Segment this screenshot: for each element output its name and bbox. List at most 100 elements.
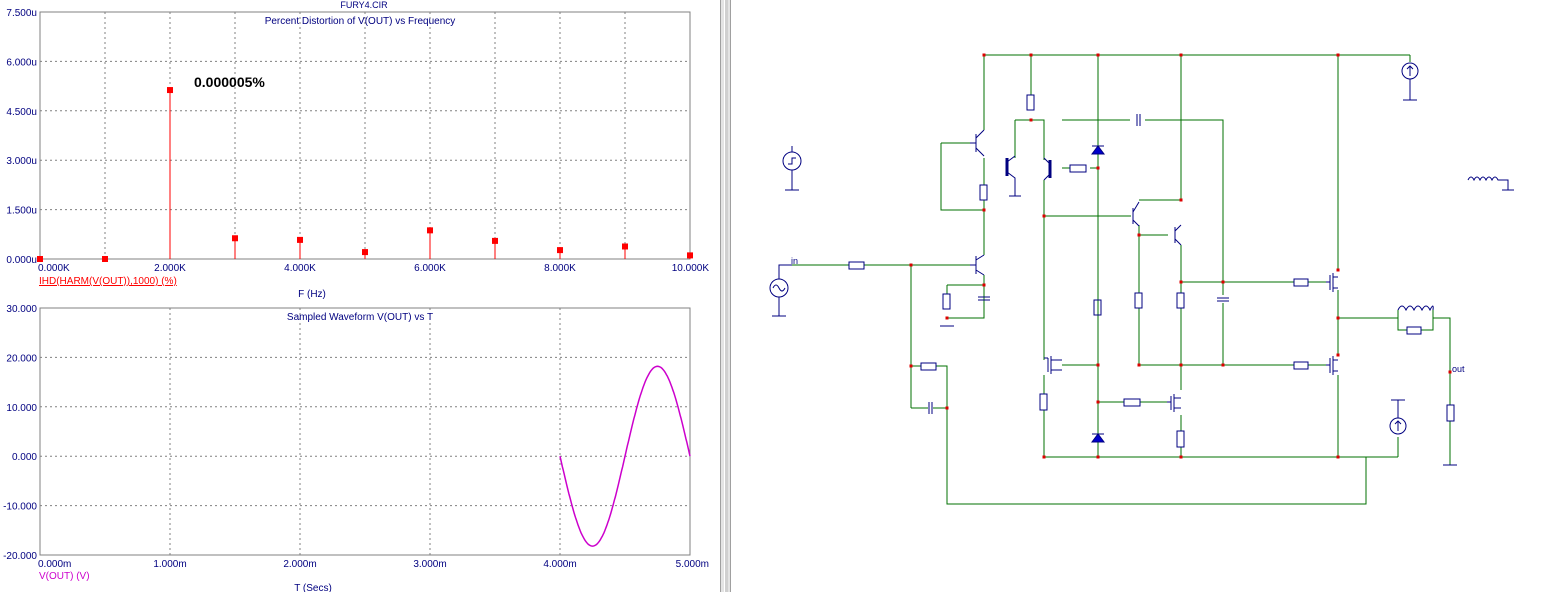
inductor[interactable] [1397, 305, 1434, 312]
resistor[interactable] [1406, 326, 1422, 335]
splitter-grip[interactable] [724, 0, 728, 592]
resistor[interactable] [1026, 94, 1035, 111]
resistor[interactable] [1176, 292, 1185, 309]
y-tick-label: 6.000u [6, 57, 37, 68]
bipolar-transistor[interactable] [1006, 155, 1021, 197]
schematic-wires [792, 54, 1451, 505]
capacitor[interactable] [928, 402, 933, 414]
resistor[interactable] [1293, 278, 1309, 287]
junction-node [1179, 198, 1183, 202]
distortion-harmonic-bars [37, 87, 693, 262]
x-tick-label: 10.000K [672, 263, 710, 274]
distortion-annotation: 0.000005% [194, 74, 265, 90]
resistor[interactable] [848, 261, 865, 270]
x-tick-label: 8.000K [544, 263, 576, 274]
junction-node [1221, 363, 1225, 367]
junction-node [1029, 118, 1033, 122]
mosfet[interactable] [1167, 394, 1181, 412]
x-tick-label: 2.000K [154, 263, 186, 274]
distortion-legend[interactable]: IHD(HARM(V(OUT)),1000) (%) [39, 276, 177, 287]
distortion-plot[interactable]: Percent Distortion of V(OUT) vs Frequenc… [6, 8, 709, 300]
junction-node [945, 406, 949, 410]
schematic-nodes [909, 53, 1452, 459]
capacitor[interactable] [978, 296, 990, 301]
resistor[interactable] [942, 293, 951, 310]
pane-splitter[interactable] [720, 0, 731, 592]
resistor[interactable] [1039, 393, 1048, 411]
junction-node [1042, 214, 1046, 218]
x-tick-label: 0.000K [38, 263, 70, 274]
harmonic-point [427, 227, 433, 234]
net-label-out[interactable]: out [1452, 364, 1465, 374]
junction-node [1137, 363, 1141, 367]
junction-node [1096, 455, 1100, 459]
y-tick-label: 30.000 [6, 304, 37, 315]
x-tick-label: 0.000m [38, 559, 71, 570]
junction-node [1096, 400, 1100, 404]
resistor[interactable] [1176, 430, 1185, 448]
resistor[interactable] [1123, 398, 1141, 407]
y-tick-label: -20.000 [3, 551, 37, 562]
junction-node [1336, 53, 1340, 57]
voltage-source[interactable] [782, 146, 802, 191]
waveform-legend[interactable]: V(OUT) (V) [39, 571, 90, 582]
waveform-plot[interactable]: Sampled Waveform V(OUT) vs T -20.000-10.… [3, 304, 709, 594]
junction-node [1179, 53, 1183, 57]
resistor[interactable] [1093, 299, 1102, 316]
capacitor[interactable] [1217, 297, 1229, 302]
mosfet[interactable] [1326, 273, 1338, 292]
capacitor[interactable] [1136, 114, 1141, 126]
harmonic-point [362, 249, 368, 256]
bipolar-transistor[interactable] [1043, 157, 1051, 181]
x-tick-label: 5.000m [676, 559, 709, 570]
junction-node [909, 263, 913, 267]
junction-node [982, 283, 986, 287]
harmonic-point [297, 236, 303, 243]
harmonic-point [167, 87, 173, 94]
mosfet[interactable] [1326, 356, 1338, 375]
resistor[interactable] [920, 362, 937, 371]
mosfet[interactable] [1044, 356, 1062, 374]
sine-source[interactable] [769, 264, 792, 317]
harmonic-point [687, 252, 693, 259]
junction-node [1221, 280, 1225, 284]
bipolar-transistor[interactable] [1132, 201, 1140, 227]
file-title: FURY4.CIR [340, 0, 388, 10]
net-label-in[interactable]: in [791, 256, 798, 266]
resistor[interactable] [1069, 164, 1087, 173]
junction-node [1096, 53, 1100, 57]
current-source[interactable] [1401, 62, 1419, 101]
y-tick-label: 10.000 [6, 403, 37, 414]
x-tick-label: 2.000m [283, 559, 316, 570]
waveform-series-line [559, 365, 691, 547]
junction-node [982, 208, 986, 212]
bipolar-transistor[interactable] [970, 254, 985, 276]
x-tick-label: 1.000m [153, 559, 186, 570]
junction-node [1179, 363, 1183, 367]
harmonic-point [492, 237, 498, 244]
junction-node [1179, 280, 1183, 284]
junction-node [1029, 53, 1033, 57]
inductor[interactable] [1467, 176, 1514, 191]
x-tick-label: 3.000m [413, 559, 446, 570]
schematic-panel[interactable]: in out [731, 0, 1557, 592]
junction-node [1137, 233, 1141, 237]
harmonic-point [622, 243, 628, 250]
resistor[interactable] [979, 184, 988, 201]
plot-panel[interactable]: FURY4.CIR Percent Distortion of V(OUT) v… [0, 0, 720, 594]
schematic-components[interactable] [769, 62, 1514, 466]
waveform-plot-frame [39, 307, 691, 556]
zener-diode[interactable] [1091, 145, 1105, 155]
current-source[interactable] [1389, 399, 1407, 435]
resistor[interactable] [1293, 361, 1309, 370]
zener-diode[interactable] [1091, 433, 1105, 443]
resistor[interactable] [1446, 404, 1455, 422]
bipolar-transistor[interactable] [970, 129, 985, 157]
bipolar-transistor[interactable] [1174, 224, 1182, 246]
distortion-plot-title: Percent Distortion of V(OUT) vs Frequenc… [265, 16, 456, 27]
resistor[interactable] [1134, 292, 1143, 309]
